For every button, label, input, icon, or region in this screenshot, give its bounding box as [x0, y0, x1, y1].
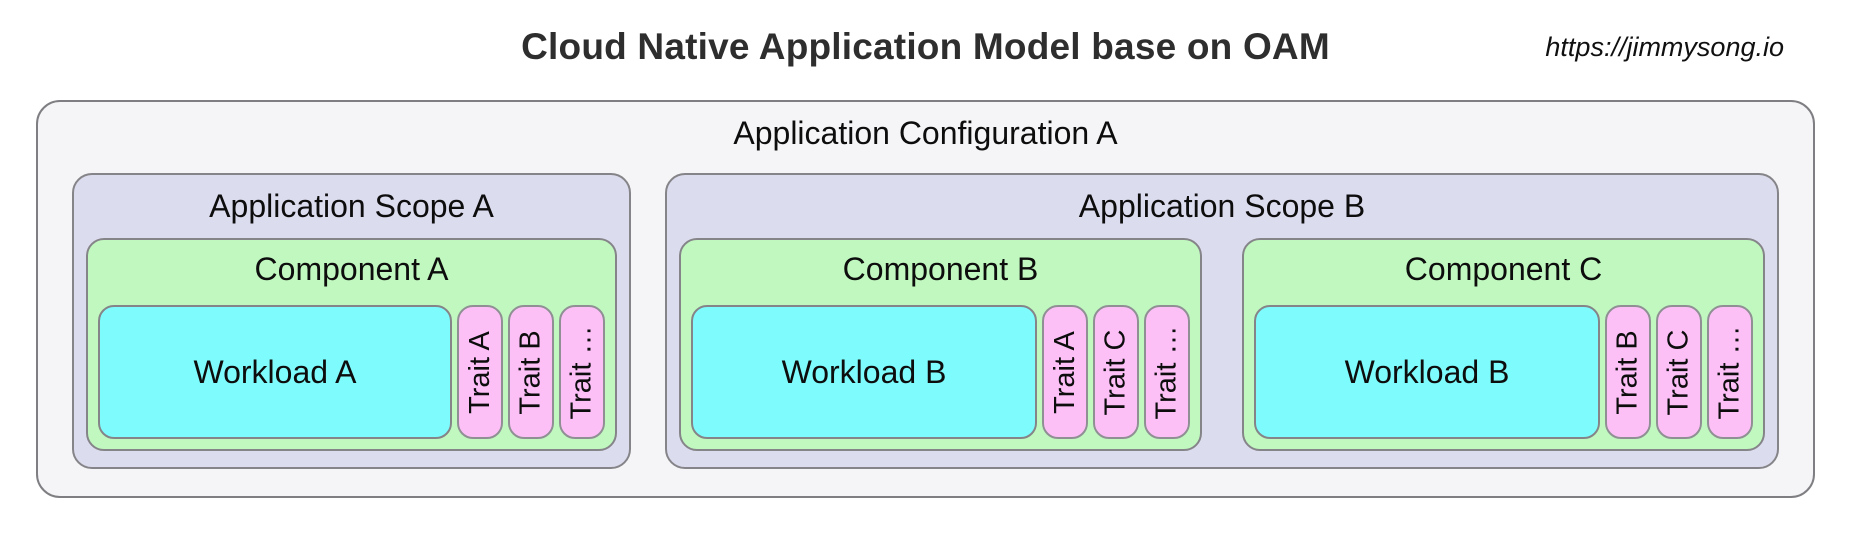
workload-label: Workload B: [1344, 353, 1510, 390]
scope-label: Application Scope A: [209, 188, 494, 224]
workload-box: Workload B: [1254, 305, 1600, 439]
scope-label: Application Scope B: [1078, 188, 1366, 224]
scope-content: Component A Workload A Trait A Trait B Trait…: [86, 238, 617, 451]
component-box: Component C Workload B Trait B Trait C Trait…: [1242, 238, 1765, 451]
scopes-row: Application Scope A Component A Workload A…: [72, 173, 1779, 469]
component-content: Workload B Trait B Trait C Trait …: [1254, 305, 1753, 439]
component-label: Component A: [254, 251, 449, 287]
trait-pill: Trait B: [1605, 305, 1651, 439]
trait-label: Trait B: [514, 329, 547, 415]
component-label: Component C: [1404, 251, 1603, 287]
workload-box: Workload B: [691, 305, 1037, 439]
component-box: Component A Workload A Trait A Trait B Trait…: [86, 238, 617, 451]
app-config-label: Application Configuration A: [733, 115, 1118, 151]
scope-box: Application Scope A Component A Workload A…: [72, 173, 631, 469]
trait-label: Trait …: [1150, 325, 1183, 419]
trait-pill: Trait A: [457, 305, 503, 439]
trait-pill: Trait B: [508, 305, 554, 439]
trait-pill: Trait …: [559, 305, 605, 439]
workload-label: Workload A: [193, 353, 357, 390]
trait-label: Trait B: [1611, 329, 1644, 415]
trait-pill: Trait …: [1707, 305, 1753, 439]
component-box: Component B Workload B Trait A Trait C Trait…: [679, 238, 1202, 451]
scope-content: Component B Workload B Trait A Trait C Trait…: [679, 238, 1765, 451]
trait-label: Trait A: [463, 330, 496, 414]
trait-label: Trait …: [1713, 325, 1746, 419]
app-config-box: Application Configuration A Application …: [36, 100, 1815, 498]
component-content: Workload A Trait A Trait B Trait …: [98, 305, 605, 439]
workload-label: Workload B: [781, 353, 947, 390]
component-content: Workload B Trait A Trait C Trait …: [691, 305, 1190, 439]
trait-pill: Trait …: [1144, 305, 1190, 439]
trait-pill: Trait C: [1093, 305, 1139, 439]
source-url: https://jimmysong.io: [1545, 32, 1784, 62]
component-label: Component B: [842, 251, 1039, 287]
trait-label: Trait A: [1048, 330, 1081, 414]
workload-box: Workload A: [98, 305, 452, 439]
trait-pill: Trait A: [1042, 305, 1088, 439]
trait-label: Trait C: [1662, 329, 1695, 415]
trait-label: Trait C: [1099, 329, 1132, 415]
page-title: Cloud Native Application Model base on O…: [521, 26, 1330, 67]
trait-pill: Trait C: [1656, 305, 1702, 439]
scope-box: Application Scope B Component B Workload B…: [665, 173, 1779, 469]
trait-label: Trait …: [565, 325, 598, 419]
